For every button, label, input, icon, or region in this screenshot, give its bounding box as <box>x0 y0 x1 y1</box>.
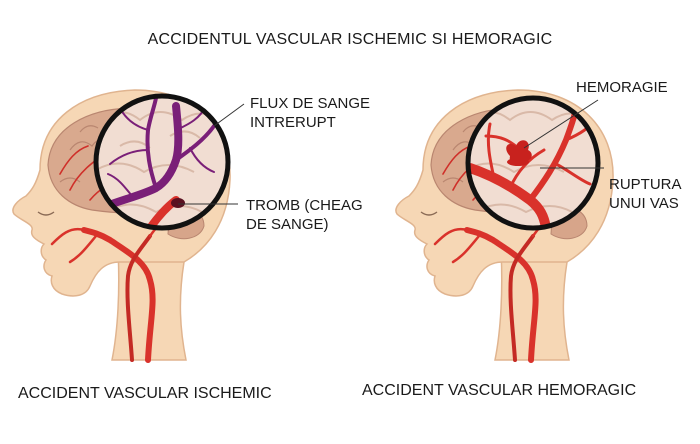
label-rupture-line2: UNUI VAS <box>609 195 679 212</box>
label-clot-line1: TROMB (CHEAG <box>246 197 363 214</box>
label-rupture-line1: RUPTURA <box>609 176 682 193</box>
closed-eye <box>37 211 55 216</box>
label-clot-line2: DE SANGE) <box>246 216 329 233</box>
label-flow-line1: FLUX DE SANGE <box>250 95 371 112</box>
ischemic-magnifier <box>93 93 231 231</box>
blocked-vessel <box>96 102 183 214</box>
flow-pointer-line <box>213 103 245 127</box>
caption-ischemic: ACCIDENT VASCULAR ISCHEMIC <box>18 385 272 402</box>
label-flow-line2: INTRERUPT <box>250 114 336 131</box>
clot <box>171 198 185 208</box>
label-blood-flow-interrupted: FLUX DE SANGE INTRERUPT <box>250 94 370 132</box>
hemorrhage-pointer-line <box>523 99 599 149</box>
carotid-artery <box>81 227 156 363</box>
label-vessel-rupture: RUPTURA UNUI VAS <box>609 175 682 213</box>
diagram-title: ACCIDENTUL VASCULAR ISCHEMIC SI HEMORAGI… <box>147 31 553 48</box>
label-thrombus: TROMB (CHEAG DE SANGE) <box>246 196 363 234</box>
caption-hemorrhagic: ACCIDENT VASCULAR HEMORAGIC <box>362 382 637 399</box>
hemorrhagic-magnifier <box>465 95 601 231</box>
label-hemorrhage: HEMORAGIE <box>576 79 668 96</box>
